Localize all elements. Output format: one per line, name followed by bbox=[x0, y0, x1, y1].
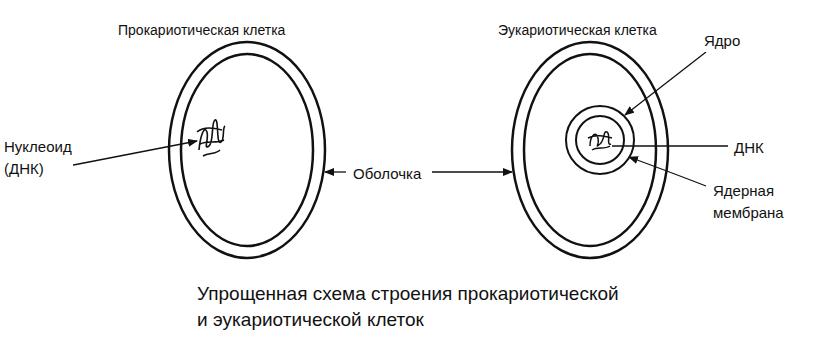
nuclear-membrane bbox=[566, 106, 634, 174]
cell-shell-inner bbox=[181, 54, 313, 246]
membrane-label: Ядерная мембрана bbox=[712, 180, 785, 224]
cell: Эукариотическая клетка bbox=[498, 20, 670, 262]
nucleus-dna bbox=[588, 132, 612, 150]
cell-heading: Прокариотическая клетка bbox=[118, 22, 285, 38]
nucleoid-label: Нуклеоид (ДНК) bbox=[3, 136, 73, 180]
cell: Прокариотическая клетка bbox=[118, 20, 330, 262]
nucleus-label: Ядро bbox=[703, 30, 741, 52]
cell-shell-outer bbox=[169, 42, 325, 258]
nucleoid-leader bbox=[58, 141, 197, 168]
shell-leader-left bbox=[325, 171, 346, 172]
nucleus-inner bbox=[576, 116, 624, 164]
dna-label: ДНК bbox=[733, 137, 765, 159]
cell-shell-inner bbox=[524, 54, 656, 246]
cell-shell-outer bbox=[512, 42, 668, 258]
shell-label: Оболочка bbox=[352, 163, 422, 185]
cell-outline bbox=[118, 20, 330, 262]
cell-outline bbox=[498, 20, 670, 262]
caption: Упрощенная схема строения прокариотическ… bbox=[197, 281, 625, 333]
dna-leader bbox=[612, 145, 728, 146]
shell-leader-right bbox=[432, 171, 512, 172]
nucleoid-dna bbox=[197, 120, 225, 156]
cell-heading: Эукариотическая клетка bbox=[498, 22, 657, 38]
